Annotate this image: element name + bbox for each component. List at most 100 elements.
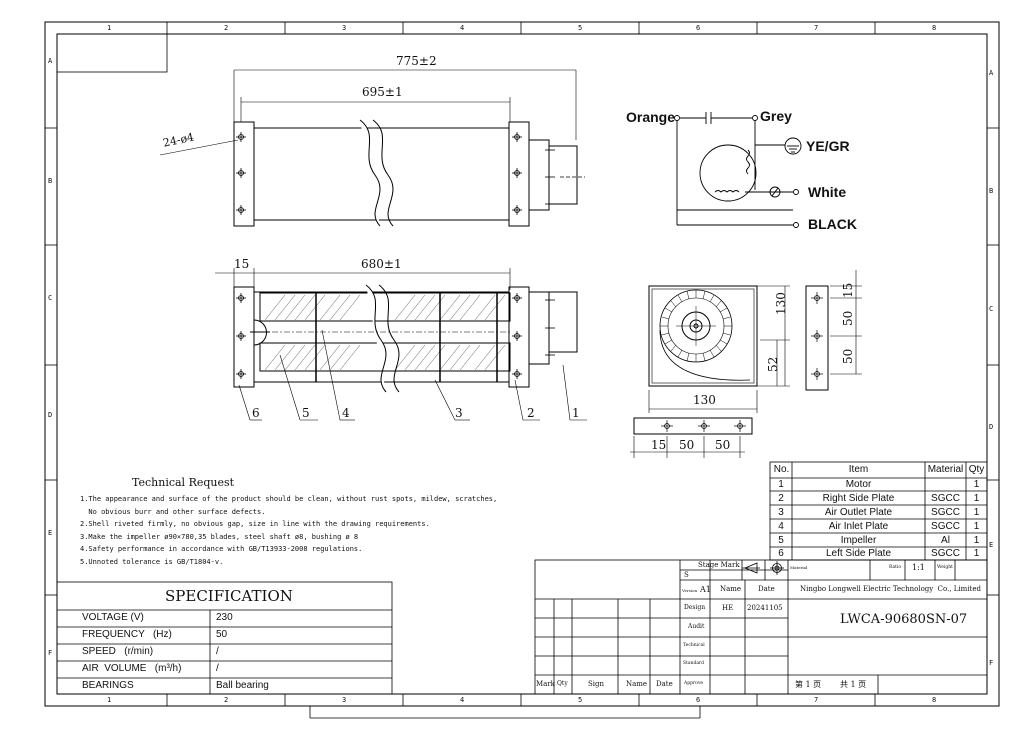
bom-no: 1 <box>778 479 784 490</box>
zone-col-6-bottom: 6 <box>696 696 701 704</box>
callout-6: 6 <box>252 406 260 420</box>
tb-name: Name <box>720 585 742 593</box>
wire-grey-label: Grey <box>760 108 792 124</box>
zone-col-5: 5 <box>578 24 583 32</box>
spec-grid <box>56 581 393 695</box>
technical-request: Technical Request 1.The appearance and s… <box>80 476 497 568</box>
spec-value: / <box>216 646 219 657</box>
callout-2: 2 <box>527 406 535 420</box>
zone-row-a: A <box>48 57 53 65</box>
tb-material-label: Material <box>790 565 808 570</box>
tb-version: Version <box>682 588 698 593</box>
technical-request-line: 1.The appearance and surface of the prod… <box>80 495 498 503</box>
tb-standard: Standard <box>683 661 705 666</box>
dim-bottom-50b: 50 <box>715 438 731 452</box>
title-block-grid <box>534 559 988 695</box>
tb-design-date: 20241105 <box>747 604 783 612</box>
bom-qty: 1 <box>973 493 980 504</box>
zone-col-3: 3 <box>342 24 347 32</box>
technical-request-line: No obvious burr and other surface defect… <box>80 507 266 516</box>
callout-3: 3 <box>455 406 463 420</box>
bom-no: 2 <box>778 493 784 504</box>
zone-row-e: E <box>48 529 53 537</box>
zone-row-c: C <box>48 294 53 302</box>
bom-qty: 1 <box>973 507 980 518</box>
spec-title: SPECIFICATION <box>165 587 293 605</box>
bom-qty: 1 <box>973 521 980 532</box>
zone-col-2-bottom: 2 <box>224 696 229 704</box>
bom-no: 3 <box>778 507 784 518</box>
dim-front-offset: 15 <box>234 257 250 271</box>
wire-yegr-label: YE/GR <box>806 138 850 154</box>
bom-qty: 1 <box>973 535 980 546</box>
tb-col-name: Name <box>626 680 648 688</box>
wire-black-label: BLACK <box>808 216 857 232</box>
bom-no: 4 <box>778 521 784 532</box>
bom-material: SGCC <box>931 493 960 504</box>
callout-leaders <box>238 329 587 421</box>
tb-col-mark: Mark <box>536 680 555 688</box>
callout-5: 5 <box>302 406 310 420</box>
front-view-holes <box>236 293 555 379</box>
tb-design: Design <box>684 604 706 611</box>
top-view-holes <box>236 132 585 215</box>
right-plate <box>805 270 862 391</box>
zone-col-5-bottom: 5 <box>578 696 583 704</box>
outer-frame <box>44 21 1000 707</box>
zone-ticks <box>45 22 999 706</box>
dim-overall: 775±2 <box>396 54 437 68</box>
bom-item: Air Outlet Plate <box>824 507 893 518</box>
zone-row-a-right: A <box>989 69 994 77</box>
spec-label: FREQUENCY (Hz) <box>82 629 172 640</box>
spec-value: 230 <box>216 612 233 623</box>
bom-header-item: Item <box>848 464 869 475</box>
tb-s: S <box>684 571 689 579</box>
wire-white-label: White <box>808 184 847 200</box>
dim-side-width: 130 <box>693 393 716 407</box>
tb-stage-mark: Stage Mark <box>698 561 740 569</box>
technical-request-line: 5.Unnoted tolerance is GB/T1804-v. <box>80 557 224 566</box>
technical-request-line: 3.Make the impeller ø90×780,35 blades, s… <box>80 532 359 541</box>
bom-header-no: No. <box>773 464 790 475</box>
tb-total: 共 1 页 <box>840 680 867 689</box>
tb-ratio-label: Ratio <box>889 565 902 570</box>
zone-col-2: 2 <box>224 24 229 32</box>
spec-label: BEARINGS <box>82 680 134 691</box>
spec-value: 50 <box>216 629 228 640</box>
bom-item: Motor <box>845 479 872 490</box>
dim-bottom-50a: 50 <box>679 438 695 452</box>
tb-col-date: Date <box>656 680 673 688</box>
bottom-plate <box>630 417 753 458</box>
technical-request-line: 2.Shell riveted firmly, no obvious gap, … <box>80 520 430 528</box>
dim-right-50a: 50 <box>841 310 855 326</box>
dim-right-15: 15 <box>841 282 855 298</box>
wire-orange-label: Orange <box>626 109 676 125</box>
zone-row-c-right: C <box>989 305 994 313</box>
zone-row-d: D <box>48 411 53 419</box>
zone-col-4-bottom: 4 <box>460 696 465 704</box>
inner-frame <box>56 33 988 695</box>
tb-technical: Technical <box>683 643 705 648</box>
corner-box <box>56 33 168 73</box>
bom-no: 6 <box>778 548 784 559</box>
bom-qty: 1 <box>973 548 980 559</box>
dim-bottom-15: 15 <box>651 438 667 452</box>
dim-right-50b: 50 <box>841 348 855 364</box>
bom-material: SGCC <box>931 521 960 532</box>
tb-a1: A1 <box>700 585 711 594</box>
callout-1: 1 <box>572 406 580 420</box>
tb-audit: Audit <box>688 623 705 630</box>
bom-no: 5 <box>778 535 784 546</box>
spec-label: VOLTAGE (V) <box>82 612 144 623</box>
bom-item: Impeller <box>840 535 877 546</box>
zone-row-d-right: D <box>989 423 994 431</box>
bom-qty: 1 <box>973 479 980 490</box>
dim-side-height: 130 <box>774 292 788 315</box>
tb-approve: Approve <box>684 681 704 686</box>
zone-col-8-bottom: 8 <box>932 696 937 704</box>
tb-designer: HE <box>722 604 734 612</box>
impeller-blades <box>660 290 732 362</box>
bom-item: Left Side Plate <box>825 548 892 559</box>
bom-material: SGCC <box>931 507 960 518</box>
tb-drawing-no: LWCA-90680SN-07 <box>840 612 968 627</box>
